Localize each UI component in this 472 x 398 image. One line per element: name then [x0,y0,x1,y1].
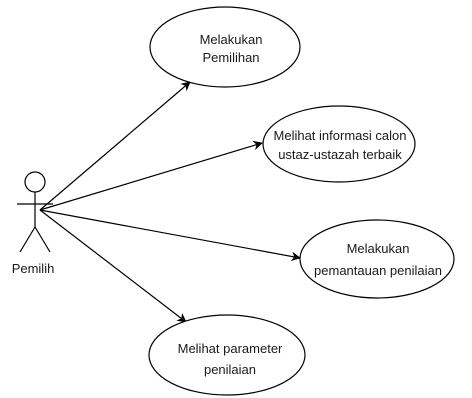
actor-left-leg [19,226,36,253]
use-case-ellipse [262,105,416,183]
association-arrow-uc1 [39,81,191,211]
use-case-label-line1: Melakukan [200,32,263,47]
association-arrow-uc3 [39,209,301,262]
use-case-melakukan-pemantauan[interactable]: Melakukan pemantauan penilaian [299,219,455,299]
use-case-label-line1: Melihat parameter [178,341,283,356]
actor-label: Pemilih [12,261,55,276]
use-case-ellipse [299,219,455,299]
use-case-melakukan-pemilihan[interactable]: Melakukan Pemilihan [149,6,301,88]
association-arrow-uc4 [39,209,187,323]
use-case-label-line2: pemantauan penilaian [314,263,442,278]
actor-right-leg [34,226,51,253]
use-case-melihat-informasi-calon[interactable]: Melihat informasi calon ustaz-ustazah te… [262,105,416,183]
association-arrow-uc2 [39,140,263,211]
actor-head [24,171,46,193]
use-case-melihat-parameter[interactable]: Melihat parameter penilaian [148,314,306,396]
use-case-label-line2: ustaz-ustazah terbaik [278,147,402,162]
use-case-label-line1: Melakukan [347,241,410,256]
associations [39,81,301,323]
use-case-ellipse [148,314,306,396]
use-case-ellipse [149,6,301,88]
use-case-label-line2: penilaian [204,362,256,377]
use-case-label-line1: Melihat informasi calon [274,128,407,143]
use-case-label-line2: Pemilihan [202,50,259,65]
actor-pemilih[interactable]: Pemilih [12,171,55,276]
